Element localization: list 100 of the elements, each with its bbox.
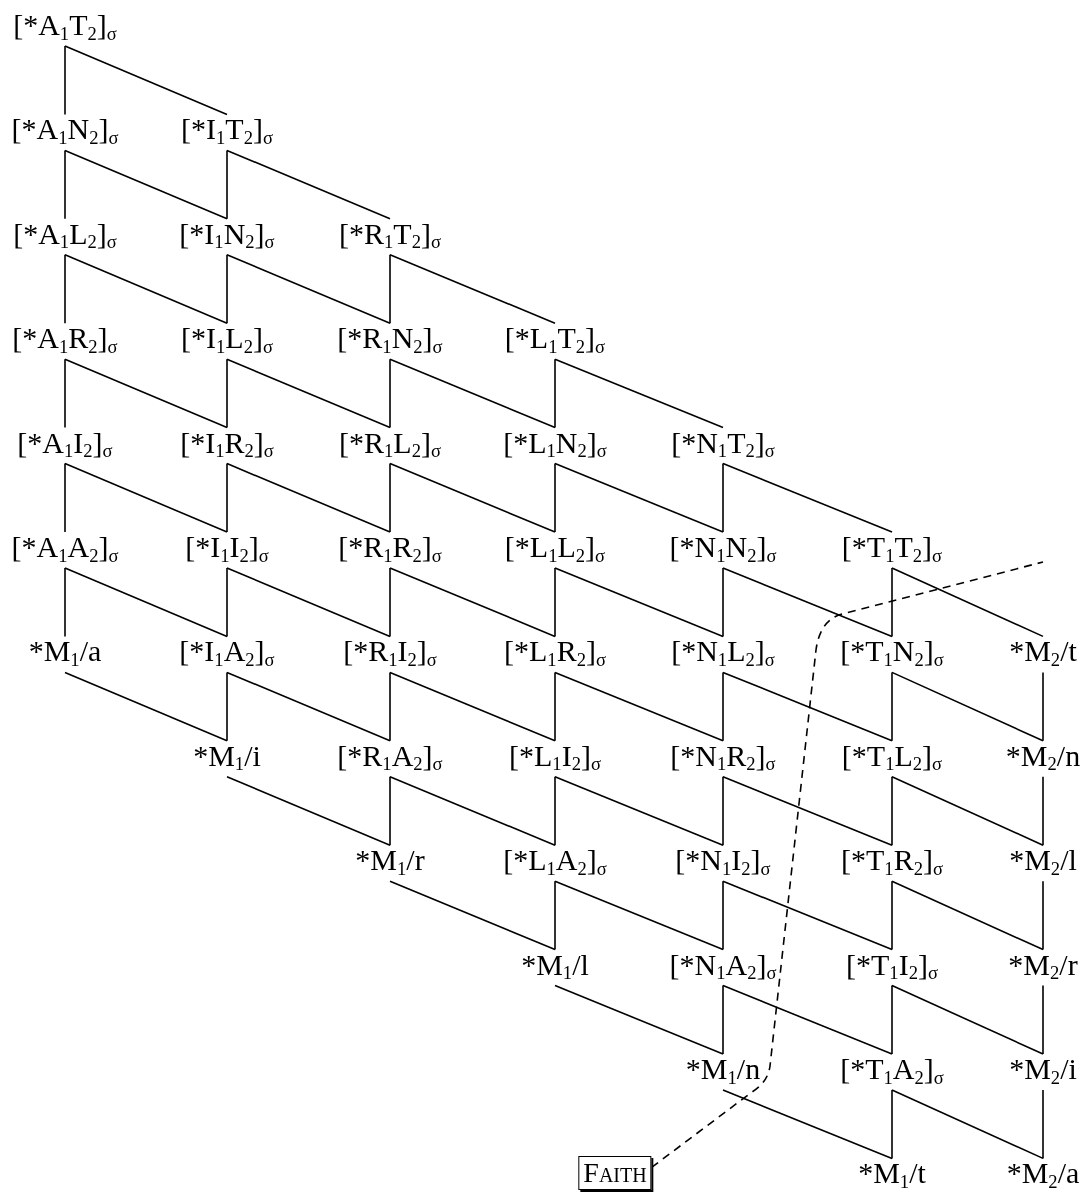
connector-line: [226, 149, 228, 220]
connector-line: [554, 776, 724, 846]
constraint-label: [*R$_{1}$L$_{2}$]$_{σ}$: [339, 425, 441, 460]
constraint-label: [*T$_{1}$A$_{2}$]$_{σ}$: [840, 1052, 944, 1086]
connector-line: [64, 567, 228, 638]
constraint-label: *M$_{1}$/r: [355, 843, 425, 878]
connector-line: [64, 462, 228, 533]
connector-line: [389, 254, 556, 324]
connector-line: [1042, 776, 1044, 846]
connector-line: [389, 671, 391, 742]
connector-line: [389, 567, 391, 638]
constraint-label: *M$_{1}$/l: [521, 947, 589, 982]
constraint-label: *M$_{1}$/t: [858, 1156, 926, 1191]
constraint-label: *M$_{2}$/a: [1006, 1156, 1080, 1191]
constraint-label: [*N$_{1}$L$_{2}$]$_{σ}$: [671, 634, 775, 669]
connector-line: [891, 1089, 893, 1160]
constraint-box: Faith: [578, 1156, 652, 1191]
constraint-label: [*R$_{1}$R$_{2}$]$_{σ}$: [338, 530, 442, 564]
connector-line: [226, 462, 228, 533]
connector-line: [891, 567, 1044, 638]
connector-line: [722, 880, 724, 951]
connector-line: [1042, 671, 1044, 742]
connector-line: [554, 671, 556, 742]
constraint-label: [*T$_{1}$N$_{2}$]$_{σ}$: [840, 634, 944, 669]
connector-line: [64, 254, 228, 324]
constraint-label: [*L$_{1}$T$_{2}$]$_{σ}$: [504, 321, 606, 356]
constraint-label: [*R$_{1}$A$_{2}$]$_{σ}$: [337, 738, 443, 773]
connector-line: [389, 671, 556, 742]
constraint-label: *M$_{2}$/r: [1008, 947, 1078, 982]
connector-line: [1042, 1089, 1044, 1160]
connector-line: [891, 776, 893, 846]
constraint-label: [*I$_{1}$N$_{2}$]$_{σ}$: [179, 216, 275, 251]
connector-line: [226, 671, 228, 742]
connector-line: [389, 567, 556, 638]
connector-line: [1042, 880, 1044, 951]
constraint-label: [*I$_{1}$R$_{2}$]$_{σ}$: [180, 425, 274, 460]
connector-line: [554, 358, 556, 429]
connector-line: [554, 880, 556, 951]
constraint-label: *M$_{2}$/i: [1009, 1052, 1077, 1086]
constraint-label: [*L$_{1}$N$_{2}$]$_{σ}$: [503, 425, 607, 460]
connector-line: [389, 776, 391, 846]
constraint-label: *M$_{2}$/l: [1009, 843, 1077, 878]
connector-line: [554, 671, 724, 742]
connector-line: [554, 567, 724, 638]
constraint-label: *M$_{1}$/n: [685, 1052, 761, 1086]
connector-line: [554, 776, 556, 846]
constraint-label: [*T$_{1}$T$_{2}$]$_{σ}$: [841, 530, 943, 564]
connector-line: [64, 358, 66, 429]
connector-line: [554, 880, 724, 951]
connector-line: [1042, 984, 1044, 1055]
constraint-label: [*A$_{1}$T$_{2}$]$_{σ}$: [13, 8, 117, 42]
connector-line: [891, 984, 1044, 1055]
connector-line: [389, 462, 391, 533]
constraint-label: [*N$_{1}$I$_{2}$]$_{σ}$: [675, 843, 771, 878]
constraint-label: *M$_{1}$/i: [193, 738, 261, 773]
constraint-label: [*T$_{1}$I$_{2}$]$_{σ}$: [846, 947, 938, 982]
constraint-label: [*N$_{1}$T$_{2}$]$_{σ}$: [671, 425, 775, 460]
connector-line: [389, 358, 391, 429]
connector-line: [722, 567, 724, 638]
connector-line: [226, 149, 391, 220]
constraint-label: [*A$_{1}$I$_{2}$]$_{σ}$: [17, 425, 113, 460]
constraint-label: [*T$_{1}$L$_{2}$]$_{σ}$: [841, 738, 943, 773]
connector-line: [554, 567, 556, 638]
connector-line: [722, 776, 724, 846]
constraint-label: *M$_{2}$/t: [1009, 634, 1077, 669]
constraint-label: [*I$_{1}$A$_{2}$]$_{σ}$: [179, 634, 275, 669]
connector-line: [64, 462, 66, 533]
connector-line: [722, 776, 893, 846]
connector-line: [554, 358, 724, 429]
connector-line: [722, 984, 893, 1055]
connector-line: [722, 462, 893, 533]
constraint-label: [*I$_{1}$L$_{2}$]$_{σ}$: [181, 321, 273, 356]
connector-line: [891, 671, 893, 742]
connector-line: [554, 462, 556, 533]
connector-line: [891, 984, 893, 1055]
connector-line: [722, 671, 893, 742]
connector-line: [722, 1089, 893, 1160]
connector-line: [226, 776, 391, 846]
connector-line: [64, 45, 228, 116]
connector-line: [226, 567, 391, 638]
connector-line: [891, 671, 1044, 742]
constraint-label: [*I$_{1}$I$_{2}$]$_{σ}$: [185, 530, 269, 564]
constraint-label: [*T$_{1}$R$_{2}$]$_{σ}$: [841, 843, 943, 878]
connector-line: [891, 567, 893, 638]
connector-line: [891, 1089, 1044, 1160]
connector-line: [554, 462, 724, 533]
connector-line: [226, 254, 391, 324]
constraint-label: *M$_{1}$/a: [28, 634, 102, 669]
constraint-label: [*L$_{1}$A$_{2}$]$_{σ}$: [503, 843, 607, 878]
constraint-label: [*R$_{1}$T$_{2}$]$_{σ}$: [339, 216, 441, 251]
constraint-label: [*N$_{1}$A$_{2}$]$_{σ}$: [669, 947, 777, 982]
connector-line: [554, 984, 724, 1055]
connector-line: [389, 880, 556, 951]
constraint-label: [*A$_{1}$N$_{2}$]$_{σ}$: [11, 112, 119, 147]
connector-line: [389, 776, 556, 846]
connector-line: [722, 984, 724, 1055]
constraint-label: [*N$_{1}$R$_{2}$]$_{σ}$: [670, 738, 776, 773]
connector-line: [389, 358, 556, 429]
constraint-label: [*A$_{1}$A$_{2}$]$_{σ}$: [11, 530, 119, 564]
connector-line: [64, 149, 228, 220]
